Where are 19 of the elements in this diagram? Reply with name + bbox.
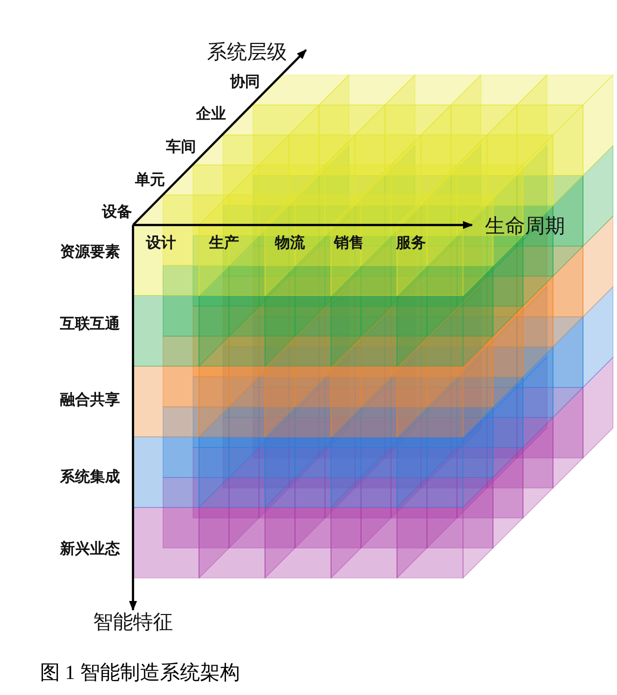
level-label: 设备 <box>102 203 132 222</box>
level-label: 车间 <box>166 138 196 156</box>
axis-title: 生命周期 <box>485 214 565 240</box>
axis-title: 系统层级 <box>207 40 287 66</box>
level-label: 单元 <box>135 171 165 190</box>
stage-label: 设计 <box>146 234 176 252</box>
stage-label: 服务 <box>396 234 426 252</box>
figure-caption: 图 1 智能制造系统架构 <box>40 661 240 686</box>
level-label: 企业 <box>196 104 226 124</box>
layer-label: 互联互通 <box>60 314 120 334</box>
layer-label: 系统集成 <box>60 468 120 486</box>
layer-label: 融合共享 <box>60 390 120 410</box>
layer-label: 新兴业态 <box>60 540 120 558</box>
level-label: 协同 <box>230 72 260 92</box>
stage-label: 物流 <box>275 234 305 252</box>
stage-label: 销售 <box>334 234 364 252</box>
stage-label: 生产 <box>209 234 239 252</box>
layer-label: 资源要素 <box>60 242 120 262</box>
axis-title: 智能特征 <box>93 610 173 636</box>
